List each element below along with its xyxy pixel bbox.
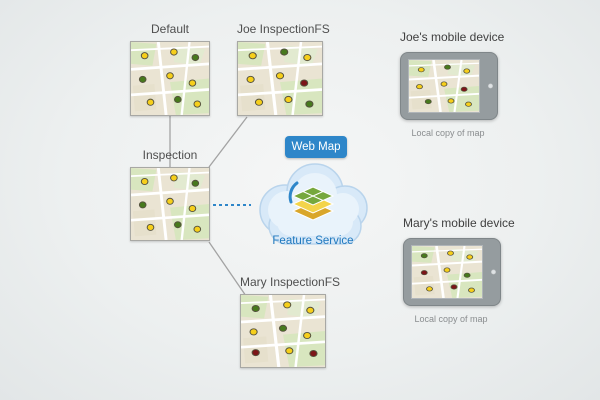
feature-service-cloud: Feature Service (245, 152, 381, 256)
map-graphic (238, 42, 322, 115)
map-graphic (409, 60, 479, 112)
feature-service-label: Feature Service (272, 235, 354, 247)
device-caption-mary: Local copy of map (414, 314, 488, 324)
edge-joe-inspection (208, 116, 248, 168)
feature-service-layers-icon (288, 181, 335, 221)
node-label-default: Default (150, 22, 190, 36)
camera-icon (491, 269, 496, 275)
map-thumbnail-inspection (130, 167, 210, 241)
web-map-badge: Web Map (285, 136, 347, 158)
map-graphic (131, 168, 209, 240)
node-label-inspection: Inspection (142, 148, 198, 162)
map-thumbnail-mary (240, 294, 326, 368)
node-default: Default (130, 22, 210, 116)
map-graphic (241, 295, 325, 367)
node-mary-inspectionfs: Mary InspectionFS (240, 275, 341, 368)
device-caption-joe: Local copy of map (411, 128, 485, 138)
tablet-screen (411, 245, 483, 299)
node-joe-inspectionfs: Joe InspectionFS (237, 22, 330, 116)
map-thumbnail-default (130, 41, 210, 116)
tablet-joe (400, 52, 498, 120)
device-label-mary: Mary's mobile device (403, 216, 515, 230)
map-graphic (131, 42, 209, 115)
device-label-joe: Joe's mobile device (400, 30, 505, 44)
map-graphic (412, 246, 482, 298)
device-joe: Joe's mobile device Local copy of map (400, 30, 505, 138)
tablet-screen (408, 59, 480, 113)
node-label-joe-inspectionfs: Joe InspectionFS (237, 22, 330, 36)
node-inspection: Inspection (130, 148, 210, 241)
map-thumbnail-joe (237, 41, 323, 116)
camera-icon (488, 83, 493, 89)
tablet-mary (403, 238, 501, 306)
device-mary: Mary's mobile device Local copy of map (403, 216, 515, 324)
node-label-mary-inspectionfs: Mary InspectionFS (240, 275, 341, 289)
